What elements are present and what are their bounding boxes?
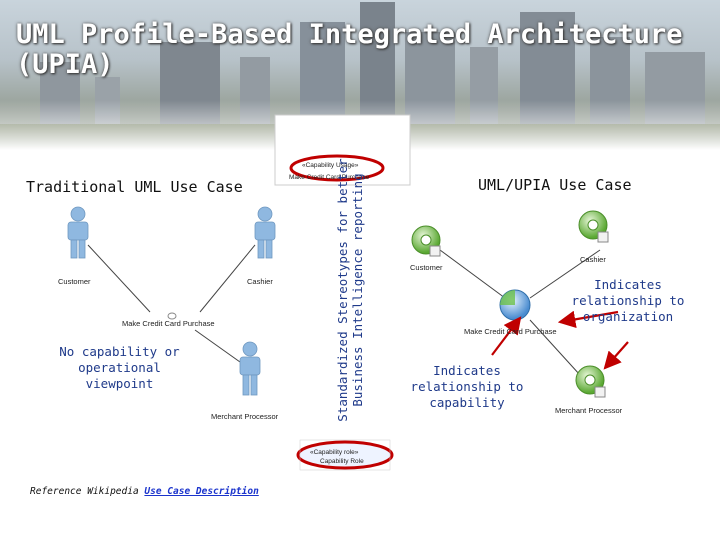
slide-title: UML Profile-Based Integrated Architectur… [16, 19, 683, 80]
vertical-note-text: Standardized Stereotypes for better Busi… [335, 158, 365, 422]
right-use-case-label: Make Credit Card Purchase [464, 327, 557, 336]
right-label-customer: Customer [410, 263, 443, 272]
left-actor-merchant-processor [239, 341, 261, 396]
arrow-from-org-note [557, 310, 619, 329]
capability-usage-label: Make Credit Card Purchase [289, 174, 370, 181]
vertical-note: Standardized Stereotypes for better Busi… [320, 140, 380, 440]
reference-prefix: Reference Wikipedia [30, 486, 139, 497]
left-actor-customer [67, 206, 89, 259]
left-heading: Traditional UML Use Case [26, 178, 243, 196]
left-connectors [87, 244, 256, 363]
arrow-to-merchant [603, 341, 629, 370]
reference-link[interactable]: Use Case Description [144, 486, 259, 497]
right-actor-customer [411, 225, 441, 257]
no-capability-note: No capability or operational viewpoint [59, 344, 180, 391]
capability-usage-highlight [289, 154, 385, 182]
arrow-to-capability [491, 316, 522, 356]
left-use-case-label: Make Credit Card Purchase [122, 319, 215, 328]
left-label-merchant-processor: Merchant Processor [211, 412, 279, 421]
capability-role-label: Capability Role [320, 458, 364, 465]
reference-line: Reference Wikipedia Use Case Description [30, 486, 259, 497]
capability-usage-stereotype: «Capability Usage» [302, 162, 359, 169]
right-actor-cashier [578, 210, 609, 243]
right-use-case-node [499, 289, 531, 321]
left-actor-cashier [254, 206, 276, 259]
capability-role-stereotype: «Capability role» [310, 449, 359, 456]
left-use-case-node [167, 312, 177, 320]
left-label-cashier: Cashier [247, 277, 273, 286]
right-actor-merchant-processor [575, 365, 606, 398]
indicates-organization-note: Indicates relationship to organization [571, 277, 685, 324]
indicates-capability-note: Indicates relationship to capability [410, 363, 524, 410]
right-heading: UML/UPIA Use Case [478, 176, 632, 194]
left-label-customer: Customer [58, 277, 91, 286]
capability-role-highlight [296, 440, 394, 470]
right-label-merchant-processor: Merchant Processor [555, 406, 623, 415]
right-label-cashier: Cashier [580, 255, 606, 264]
right-connectors [439, 249, 601, 376]
